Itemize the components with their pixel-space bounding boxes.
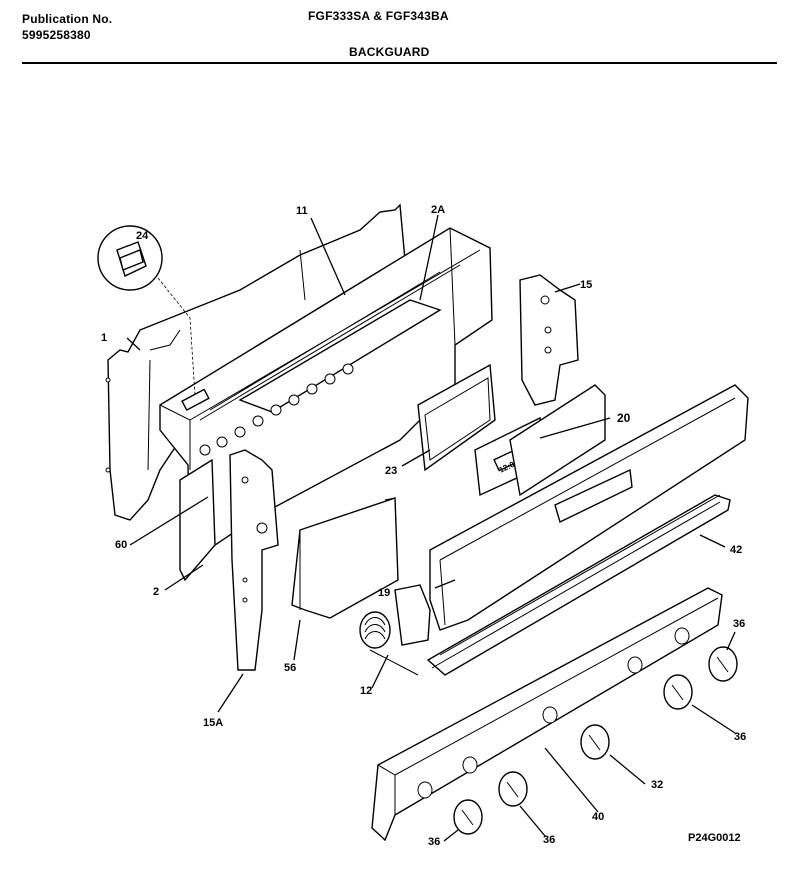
knob-36-a [453, 799, 483, 835]
clock-timer-part: 12:00 [474, 384, 606, 497]
clock-bracket-part [417, 363, 496, 472]
callout-60: 60 [115, 539, 127, 551]
callout-24: 24 [136, 230, 149, 242]
header-rule [22, 62, 777, 64]
callout-36-b: 36 [543, 834, 555, 846]
knob-32 [580, 724, 610, 760]
callout-11: 11 [296, 205, 308, 217]
heat-shield-part [291, 497, 399, 619]
callout-32: 32 [651, 779, 663, 791]
callout-36-d: 36 [733, 618, 745, 630]
callout-12: 12 [360, 685, 372, 697]
callout-36-c: 36 [734, 731, 746, 743]
model-numbers: FGF333SA & FGF343BA [308, 9, 449, 23]
knob-36-d [708, 646, 738, 682]
publication-number: 5995258380 [22, 28, 91, 42]
section-title: BACKGUARD [349, 45, 430, 59]
callout-56: 56 [284, 662, 296, 674]
manifold-panel-part [371, 587, 723, 842]
callout-15: 15 [580, 279, 592, 291]
knob-group [453, 646, 738, 835]
left-trim-part [179, 458, 216, 582]
switch-inset [97, 225, 196, 396]
knob-36-b [498, 771, 528, 807]
callout-40: 40 [592, 811, 604, 823]
thermostat-part [359, 584, 431, 676]
control-panel-part [429, 384, 749, 631]
callout-2a: 2A [431, 204, 445, 216]
right-side-bracket-part [519, 274, 579, 406]
callout-2: 2 [153, 586, 159, 598]
publication-label: Publication No. [22, 12, 113, 26]
knob-36-c [663, 674, 693, 710]
callout-19: 19 [378, 587, 390, 599]
callout-1: 1 [101, 332, 107, 344]
drawing-number: P24G0012 [688, 832, 741, 844]
callout-15a: 15A [203, 717, 223, 729]
callout-20: 20 [617, 411, 631, 425]
callout-23: 23 [385, 465, 397, 477]
left-side-bracket-part [229, 449, 279, 671]
callout-labels: 11 2A 24 1 15 20 23 60 2 19 42 56 12 15A… [101, 204, 746, 848]
callout-36-a: 36 [428, 836, 440, 848]
leader-lines [126, 214, 736, 842]
callout-42: 42 [730, 544, 742, 556]
trim-strip-part [426, 494, 731, 676]
